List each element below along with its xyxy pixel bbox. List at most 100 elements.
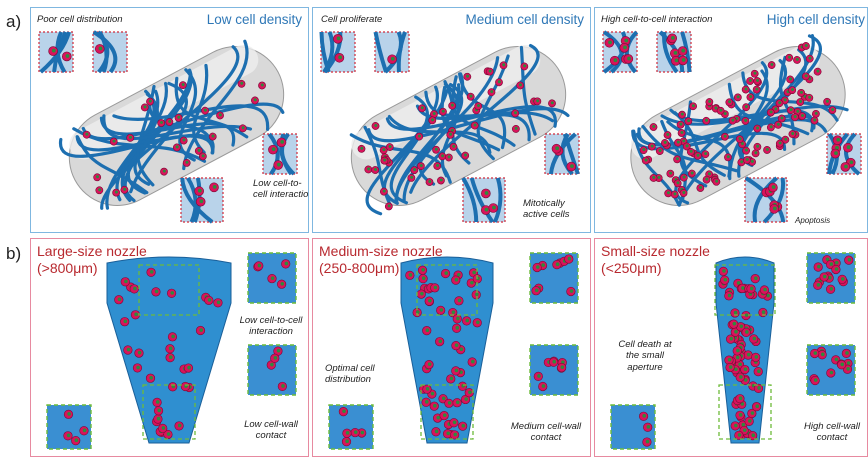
zoom-inset — [39, 32, 73, 72]
cell-nucleus — [66, 54, 70, 58]
cell-nucleus — [118, 297, 122, 301]
cell-nucleus — [150, 270, 154, 274]
cell-nucleus — [682, 58, 686, 62]
cell-nucleus — [458, 299, 462, 303]
cell-nucleus — [433, 404, 437, 408]
cell-nucleus — [492, 206, 496, 210]
cell-nucleus — [542, 384, 546, 388]
cell-nucleus — [681, 49, 685, 53]
cell-nucleus — [736, 349, 740, 353]
cell-nucleus — [285, 262, 289, 266]
cell-nucleus — [453, 433, 457, 437]
cell-nucleus — [745, 330, 749, 334]
cell-nucleus — [472, 271, 476, 275]
cell-nucleus — [671, 36, 675, 40]
note-large-wall: Low cell-wall contact — [243, 419, 299, 442]
nozzle-inset — [248, 253, 296, 303]
nozzle-inset — [807, 253, 855, 303]
inset-frame — [248, 345, 296, 395]
cell-nucleus — [157, 409, 161, 413]
zoom-inset — [603, 32, 637, 72]
nozzle — [401, 257, 493, 443]
cell-nucleus — [337, 36, 341, 40]
cell-nucleus — [442, 396, 446, 400]
cell-nucleus — [208, 298, 212, 302]
nozzle — [107, 257, 231, 443]
cell-nucleus — [485, 208, 489, 212]
cell-nucleus — [361, 431, 365, 435]
cell-nucleus — [747, 353, 751, 357]
note-small-wall: High cell-wall contact — [801, 421, 863, 444]
cell-nucleus — [739, 375, 743, 379]
cell-nucleus — [475, 292, 479, 296]
note-cell-proliferate: Cell proliferate — [321, 14, 382, 25]
cell-nucleus — [52, 49, 56, 53]
cell-nucleus — [448, 401, 452, 405]
cell-nucleus — [157, 417, 161, 421]
cell-nucleus — [647, 425, 651, 429]
cell-nucleus — [733, 322, 737, 326]
scaffold-illustration — [595, 8, 868, 233]
cell-nucleus — [817, 283, 821, 287]
cell-nucleus — [734, 424, 738, 428]
cell-nucleus — [750, 287, 754, 291]
scaffold — [333, 30, 583, 224]
cell-nucleus — [834, 151, 838, 155]
cell-nucleus — [741, 286, 745, 290]
zoom-inset — [93, 32, 127, 72]
cell-nucleus — [734, 330, 738, 334]
cell-nucleus — [642, 414, 646, 418]
cell-nucleus — [198, 189, 202, 193]
cell-nucleus — [271, 276, 275, 280]
cell-nucleus — [751, 411, 755, 415]
cell-nucleus — [736, 356, 740, 360]
cell-nucleus — [734, 311, 738, 315]
cell-nucleus — [623, 45, 627, 49]
cell-nucleus — [440, 308, 444, 312]
cell-nucleus — [464, 397, 468, 401]
cell-nucleus — [541, 263, 545, 267]
cell-nucleus — [748, 419, 752, 423]
cell-nucleus — [133, 287, 137, 291]
cell-nucleus — [435, 430, 439, 434]
cell-nucleus — [742, 423, 746, 427]
cell-nucleus — [773, 207, 777, 211]
cell-nucleus — [485, 191, 489, 195]
note-cell-death: Cell death at the small aperture — [613, 339, 677, 373]
cell-nucleus — [460, 347, 464, 351]
cell-nucleus — [844, 165, 848, 169]
note-optimal-distribution: Optimal cell distribution — [325, 363, 391, 386]
cell-nucleus — [67, 434, 71, 438]
cell-nucleus — [535, 288, 539, 292]
cell-nucleus — [724, 278, 728, 282]
cell-nucleus — [674, 51, 678, 55]
cell-nucleus — [755, 404, 759, 408]
cell-nucleus — [99, 47, 103, 51]
cell-nucleus — [426, 387, 430, 391]
cell-nucleus — [757, 369, 761, 373]
nozzle-title-large: Large-size nozzle(>800μm) — [37, 243, 147, 277]
cell-nucleus — [536, 265, 540, 269]
cell-nucleus — [753, 337, 757, 341]
cell-nucleus — [422, 276, 426, 280]
cell-nucleus — [739, 413, 743, 417]
cell-nucleus — [614, 58, 618, 62]
cell-nucleus — [835, 267, 839, 271]
cell-nucleus — [456, 317, 460, 321]
nozzle-inset — [47, 405, 91, 449]
nozzle-panel-medium: Medium-size nozzle(250-800μm) Optimal ce… — [312, 238, 591, 457]
density-panel-high: High cell-to-cell interaction High cell … — [594, 7, 868, 233]
cell-nucleus — [83, 429, 87, 433]
cell-nucleus — [455, 326, 459, 330]
nozzle-title-small: Small-size nozzle(<250μm) — [601, 243, 710, 277]
cell-nucleus — [728, 294, 732, 298]
cell-nucleus — [450, 377, 454, 381]
cell-nucleus — [763, 288, 767, 292]
cell-nucleus — [627, 57, 631, 61]
cell-nucleus — [428, 362, 432, 366]
cell-nucleus — [162, 426, 166, 430]
cell-nucleus — [835, 261, 839, 265]
cell-nucleus — [420, 292, 424, 296]
cell-nucleus — [829, 262, 833, 266]
cell-nucleus — [138, 351, 142, 355]
